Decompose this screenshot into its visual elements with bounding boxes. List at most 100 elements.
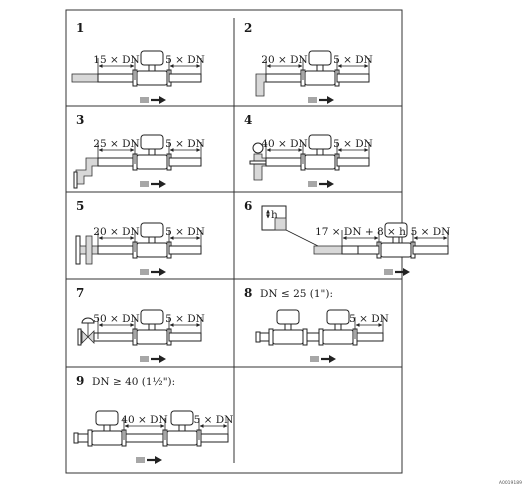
pipe-segment	[168, 73, 202, 83]
flow-head	[159, 180, 166, 188]
flowmeter	[132, 50, 172, 87]
sensor-body	[136, 242, 168, 258]
flow-direction-arrow	[384, 268, 410, 276]
flow-direction-arrow	[308, 96, 334, 104]
pipe-segment	[168, 245, 202, 255]
transmitter-housing	[308, 50, 332, 66]
transmitter-housing	[95, 410, 119, 426]
meter-neck	[178, 424, 186, 432]
flow-direction-arrow	[310, 355, 336, 363]
panel-number: 9	[76, 374, 84, 388]
flow-head	[327, 180, 334, 188]
pipe-segment	[97, 245, 136, 255]
pipe-end	[73, 432, 79, 444]
panel-number: 5	[76, 199, 84, 213]
transmitter-housing	[308, 134, 332, 150]
transmitter-housing	[384, 222, 408, 238]
meter-neck	[148, 64, 156, 72]
panel-number: 7	[76, 286, 84, 300]
riser-flange	[73, 171, 78, 189]
downstream-run-label: 5 × DN	[333, 54, 373, 66]
flow-head	[329, 355, 336, 363]
flange	[87, 429, 93, 447]
downstream-run-label: 5 × DN	[194, 414, 234, 426]
pipe-segment	[97, 73, 136, 83]
sensor-body	[91, 430, 123, 446]
transmitter-housing	[140, 222, 164, 238]
double-elbow-fitting	[75, 157, 99, 185]
tee-body	[85, 235, 93, 265]
panel-number: 8	[244, 286, 252, 300]
inlet-pipe	[313, 245, 343, 255]
panel-caption: DN ≥ 40 (1½"):	[92, 376, 175, 388]
flow-direction-arrow	[140, 96, 166, 104]
pipe-segment	[93, 332, 136, 342]
detail-leader	[285, 229, 319, 247]
upstream-run-label: 25 × DN	[93, 138, 139, 150]
panel-caption: DN ≤ 25 (1"):	[260, 288, 333, 300]
sensor-body	[380, 242, 412, 258]
downstream-run-label: 5 × DN	[165, 226, 205, 238]
valve-flange	[77, 328, 82, 346]
meter-neck	[284, 323, 292, 331]
pipe-segment	[265, 157, 304, 167]
pipe-segment	[357, 245, 380, 255]
transmitter-housing	[326, 309, 350, 325]
panel-number: 2	[244, 21, 252, 35]
panel-number: 6	[244, 199, 252, 213]
pump-icon	[252, 142, 264, 154]
flange	[302, 328, 308, 346]
upstream-run-label: 20 × DN	[261, 54, 307, 66]
downstream-run-label: 5 × DN	[165, 313, 205, 325]
upstream-run-label: 17 × DN + 8 × h	[315, 226, 406, 238]
sensor-body	[166, 430, 198, 446]
upstream-run-label: 50 × DN	[93, 313, 139, 325]
sensor-body	[136, 329, 168, 345]
flow-direction-arrow	[308, 180, 334, 188]
meter-neck	[334, 323, 342, 331]
pipe-segment	[336, 73, 370, 83]
pipe-end	[255, 331, 261, 343]
flow-head	[155, 456, 162, 464]
meter-neck	[316, 148, 324, 156]
pipe-segment	[336, 157, 370, 167]
flow-head	[159, 355, 166, 363]
sensor-body	[136, 70, 168, 86]
pipe-segment	[265, 73, 304, 83]
transmitter-housing	[170, 410, 194, 426]
sensor-body	[304, 70, 336, 86]
flowmeter	[132, 309, 172, 346]
panel-1: 1 15 × DN 5 × DN	[71, 21, 205, 104]
upstream-run-label: 40 × DN	[261, 138, 307, 150]
downstream-run-label: 5 × DN	[165, 54, 205, 66]
upstream-run-label: 15 × DN	[93, 54, 139, 66]
transmitter-housing	[140, 134, 164, 150]
transmitter-housing	[140, 50, 164, 66]
flow-head	[327, 96, 334, 104]
pump-pipe	[253, 153, 267, 181]
panel-number: 1	[76, 21, 84, 35]
transmitter-housing	[140, 309, 164, 325]
flange	[268, 328, 274, 346]
valve-actuator	[81, 317, 95, 324]
downstream-run-label: 5 × DN	[333, 138, 373, 150]
panel-8: 8 DN ≤ 25 (1"): 5 × DN	[244, 286, 389, 363]
figure-reference: A0019189	[499, 480, 522, 486]
upstream-run-label: 20 × DN	[93, 226, 139, 238]
elbow-fitting	[255, 73, 267, 97]
flow-direction-arrow	[140, 180, 166, 188]
sensor-body	[322, 329, 354, 345]
panel-9: 9 DN ≥ 40 (1½"): 40 × DN 5 × DN	[73, 374, 234, 464]
meter-neck	[148, 236, 156, 244]
upstream-run-label: 40 × DN	[121, 414, 167, 426]
pipe-segment	[168, 157, 202, 167]
flow-direction-arrow	[140, 268, 166, 276]
panel-number: 3	[76, 113, 84, 127]
inlet-pipe	[71, 73, 99, 83]
meter-neck	[148, 148, 156, 156]
downstream-run-label: 5 × DN	[349, 313, 389, 325]
sensor-body	[136, 154, 168, 170]
